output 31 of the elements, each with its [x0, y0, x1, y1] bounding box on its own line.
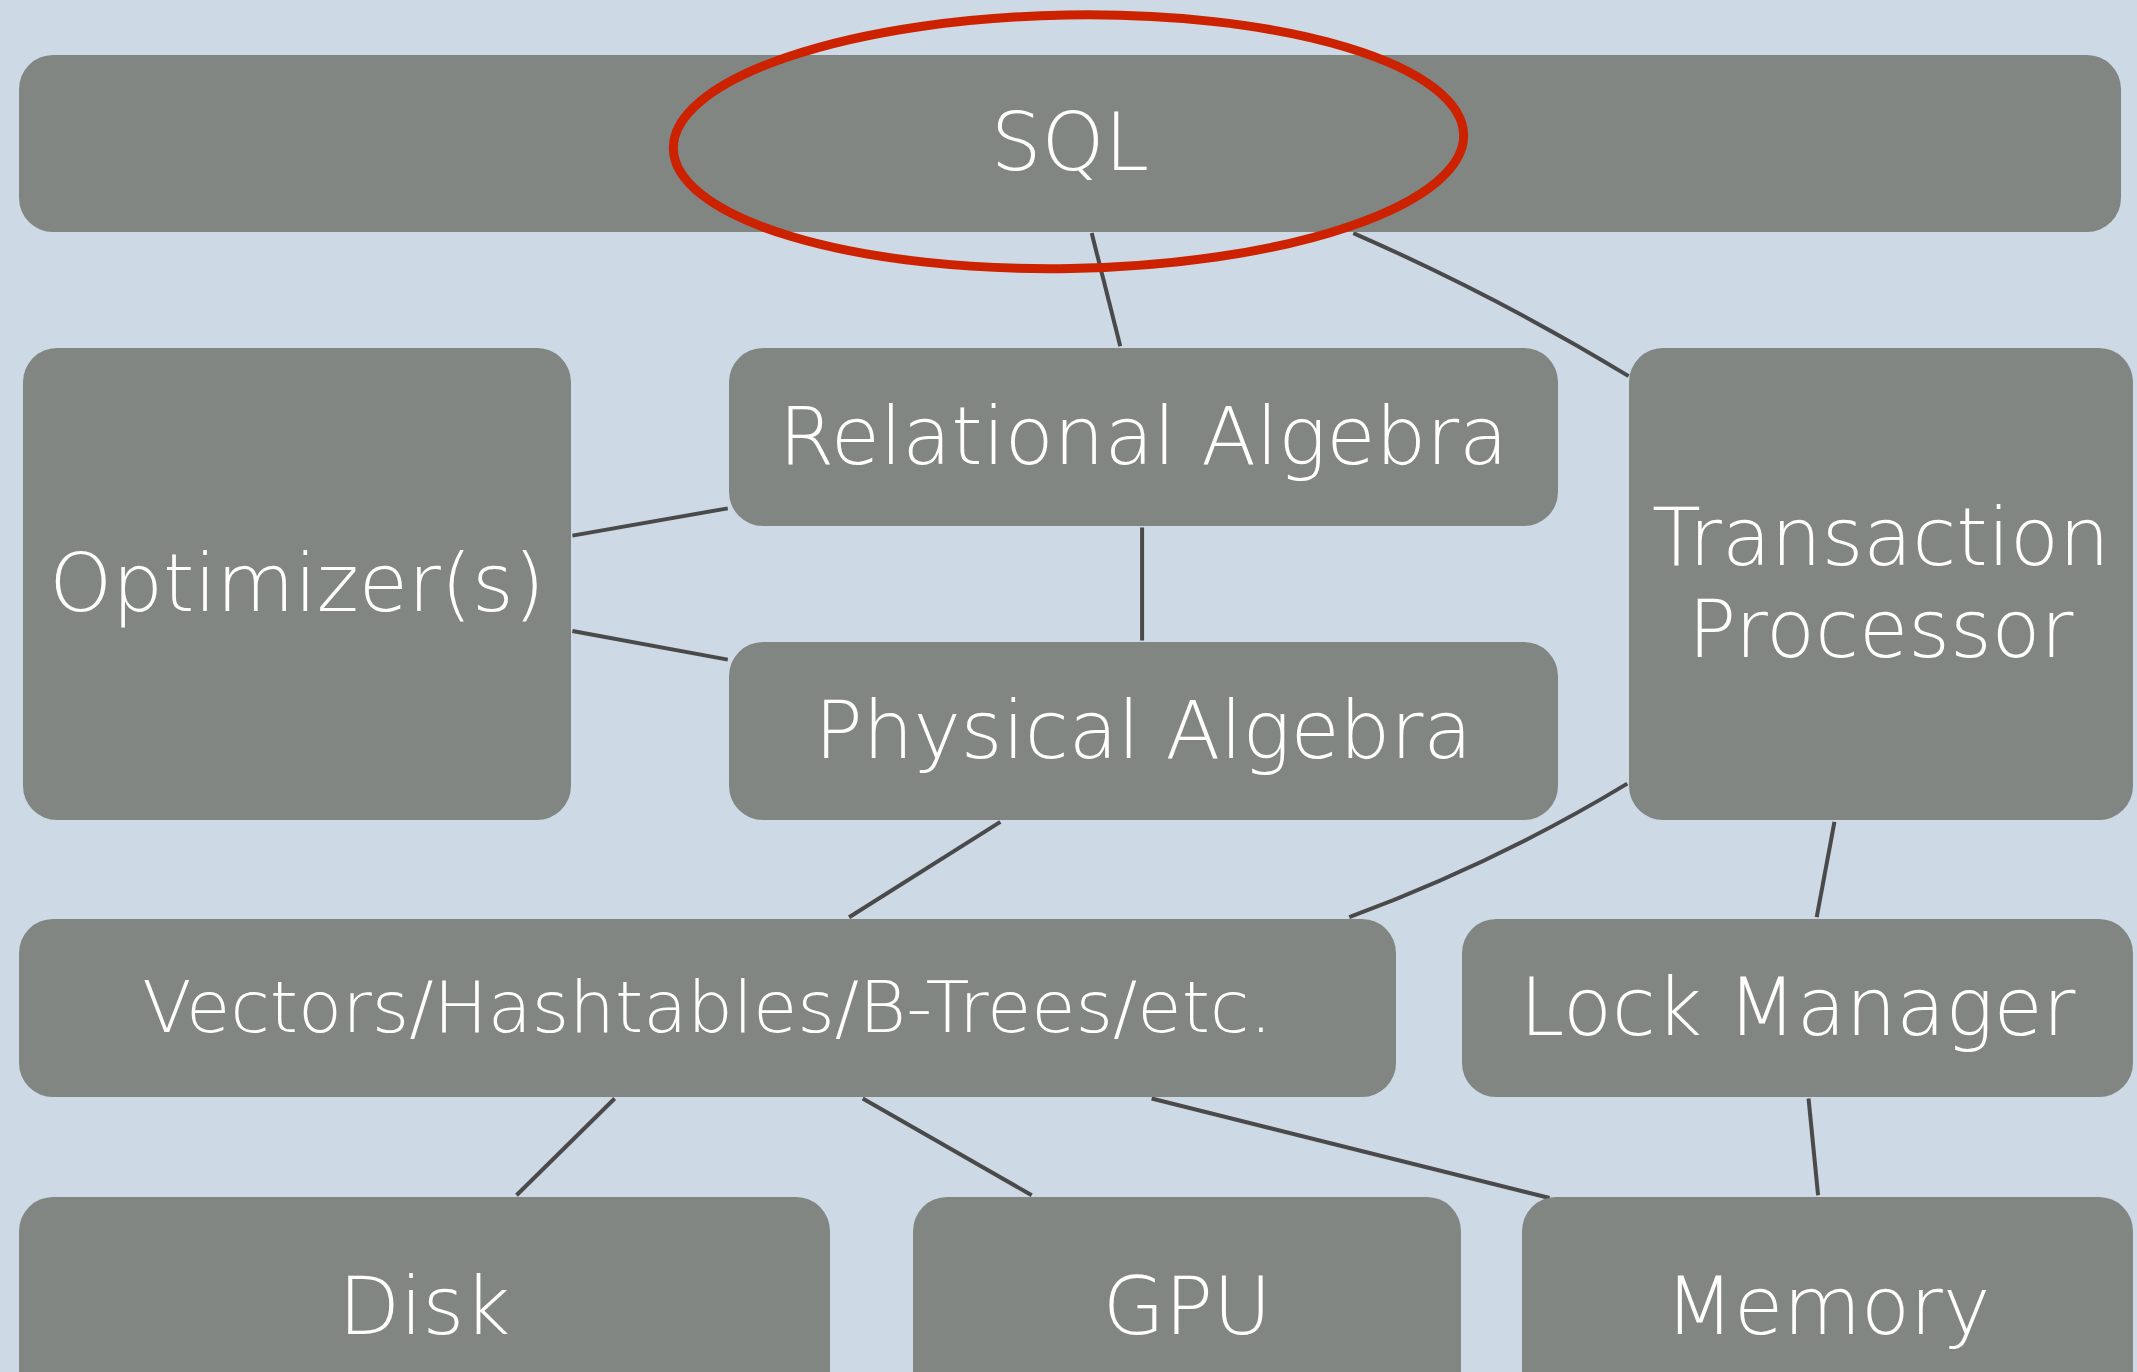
process-box — [913, 1196, 1461, 1372]
connector-line — [1814, 821, 1837, 918]
connector-line — [572, 629, 729, 662]
process-box — [23, 347, 572, 821]
connector-line — [515, 1097, 617, 1197]
connector-line — [1806, 1098, 1821, 1196]
box-label: Lock Manager — [1519, 961, 2076, 1054]
box-label: SQL — [990, 97, 1149, 190]
connector-line — [1348, 781, 1629, 920]
process-box — [729, 347, 1558, 527]
box-label: Disk — [338, 1261, 511, 1353]
box-label: Transaction Processor — [1650, 492, 2111, 676]
box-label: Optimizer(s) — [49, 538, 545, 630]
connector-line — [572, 506, 729, 538]
box-label: Vectors/Hashtables/B-Trees/etc. — [142, 966, 1273, 1050]
box-label: Physical Algebra — [814, 685, 1473, 778]
box-label: Relational Algebra — [778, 390, 1509, 483]
process-box — [1522, 1196, 2133, 1372]
connector-line — [1352, 231, 1630, 378]
box-label: Memory — [1664, 1261, 1991, 1353]
connector-line — [848, 820, 1002, 919]
process-box — [19, 54, 2121, 232]
process-box — [19, 1196, 830, 1372]
process-box — [1628, 347, 2133, 821]
connector-line — [1140, 527, 1145, 641]
process-box — [1462, 918, 2133, 1098]
connector-line — [1089, 232, 1123, 347]
process-box — [19, 918, 1396, 1098]
process-box — [729, 641, 1558, 821]
box-label: GPU — [1102, 1261, 1272, 1353]
connector-line — [861, 1096, 1033, 1197]
